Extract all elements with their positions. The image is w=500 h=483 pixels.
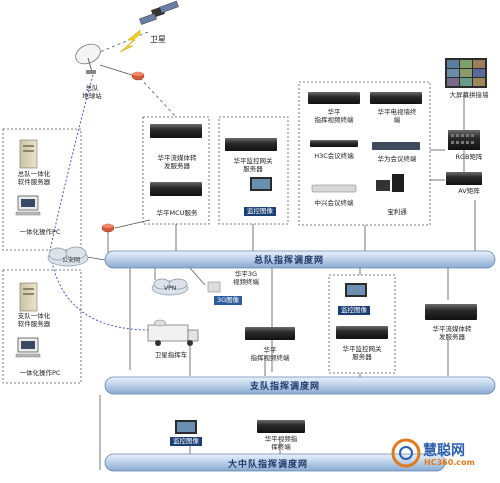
terminal-item-3: 华为会议终端 bbox=[377, 155, 417, 163]
squad-monitor-badge: 监控图像 bbox=[170, 437, 202, 446]
hq-pc-label: 一体化操作PC bbox=[19, 228, 61, 236]
sub-media-server-device bbox=[425, 304, 477, 320]
satellite-icon bbox=[139, 0, 179, 25]
satellite-label: 卫星 bbox=[150, 35, 166, 44]
rgb-matrix-device bbox=[448, 130, 480, 150]
lightning-icon bbox=[119, 29, 141, 53]
hq-site-box bbox=[2, 128, 82, 251]
gateway-device bbox=[225, 138, 277, 151]
vpn-label: VPN bbox=[164, 285, 177, 292]
av-matrix-label: AV矩阵 bbox=[458, 187, 480, 195]
sub-gateway-device bbox=[336, 326, 388, 339]
sub-server-label: 支队一体化 软件服务器 bbox=[17, 312, 51, 328]
gateway-monitor-badge: 监控图像 bbox=[244, 207, 276, 216]
sub-command-terminal-label: 华平 指挥视频终端 bbox=[250, 346, 290, 362]
terminal-item-4: 中兴会议终端 bbox=[314, 199, 354, 207]
mcu-server-label: 华平MCU服务 bbox=[156, 209, 198, 217]
sub-gateway-label: 华平监控网关 服务器 bbox=[342, 345, 382, 361]
terminal-item-1: 华平电视墙终 端 bbox=[377, 108, 417, 124]
watermark-brand: 慧聪网 bbox=[423, 443, 465, 459]
squad-terminal-device bbox=[257, 420, 305, 433]
monitor-screen-icon bbox=[250, 177, 272, 191]
satellite-dish-icon bbox=[75, 43, 101, 74]
pc-icon bbox=[15, 337, 41, 358]
rgb-matrix-label: RGB矩阵 bbox=[455, 153, 483, 161]
terminal-group-box bbox=[298, 81, 431, 226]
sub-monitor-badge: 监控图像 bbox=[338, 306, 370, 315]
squad-bus bbox=[104, 453, 446, 472]
sub-pc-label: 一体化操作PC bbox=[19, 369, 61, 377]
hq-bus-label: 总队指挥调度网 bbox=[254, 256, 325, 266]
terminal-item-0: 华平 指挥视频终端 bbox=[314, 108, 354, 124]
watermark-url: HC360.com bbox=[424, 458, 475, 467]
public-network-label: 公安网 bbox=[62, 257, 81, 264]
mcu-media-server-label: 华平流媒体转 发服务器 bbox=[157, 154, 197, 170]
watermark-logo-icon bbox=[391, 438, 421, 468]
pc-icon bbox=[15, 195, 41, 216]
squad-bus-label: 大中队指挥调度网 bbox=[228, 460, 309, 470]
satellite-vehicle-icon bbox=[147, 319, 199, 346]
video-wall-icon bbox=[445, 58, 487, 88]
router-icon bbox=[101, 223, 115, 233]
hq-bus bbox=[104, 250, 496, 269]
public-network-cloud bbox=[47, 246, 89, 267]
terminal-device bbox=[308, 92, 422, 193]
satellite-vehicle-label: 卫星指挥车 bbox=[154, 351, 188, 359]
sub-monitor-screen-icon bbox=[345, 283, 367, 297]
sub-command-terminal-device bbox=[245, 327, 295, 340]
server-tower-icon bbox=[19, 282, 38, 312]
terminal-item-5: 宝利通 bbox=[387, 208, 407, 216]
squad-monitor-screen-icon bbox=[175, 420, 197, 434]
terminal-item-2: H3C会议终端 bbox=[314, 152, 354, 160]
hq-server-label: 总队一体化 软件服务器 bbox=[17, 170, 51, 186]
earth-station-label: 总队 地球站 bbox=[82, 84, 102, 100]
mcu-server-device bbox=[150, 182, 202, 196]
3g-terminal-icon bbox=[207, 281, 221, 293]
media-server-device bbox=[150, 124, 202, 138]
video-wall-label: 大屏幕拼接墙 bbox=[449, 91, 489, 99]
sub-bus-label: 支队指挥调度网 bbox=[250, 382, 321, 392]
3g-badge: 3G图像 bbox=[214, 296, 243, 305]
links bbox=[49, 31, 476, 470]
3g-terminal-label: 华平3G 视频终端 bbox=[233, 270, 259, 286]
av-matrix-device bbox=[446, 172, 482, 185]
server-tower-icon bbox=[19, 139, 38, 169]
sub-site-box bbox=[2, 269, 82, 384]
sub-gateway-group-box bbox=[328, 274, 396, 374]
sub-media-server-label: 华平流媒体转 发服务器 bbox=[432, 325, 472, 341]
vpn-cloud bbox=[151, 278, 189, 296]
router-icon bbox=[131, 71, 145, 81]
squad-terminal-label: 华平视频指 挥终端 bbox=[264, 435, 298, 451]
sub-bus bbox=[104, 376, 496, 395]
gateway-label: 华平监控网关 服务器 bbox=[233, 157, 273, 173]
